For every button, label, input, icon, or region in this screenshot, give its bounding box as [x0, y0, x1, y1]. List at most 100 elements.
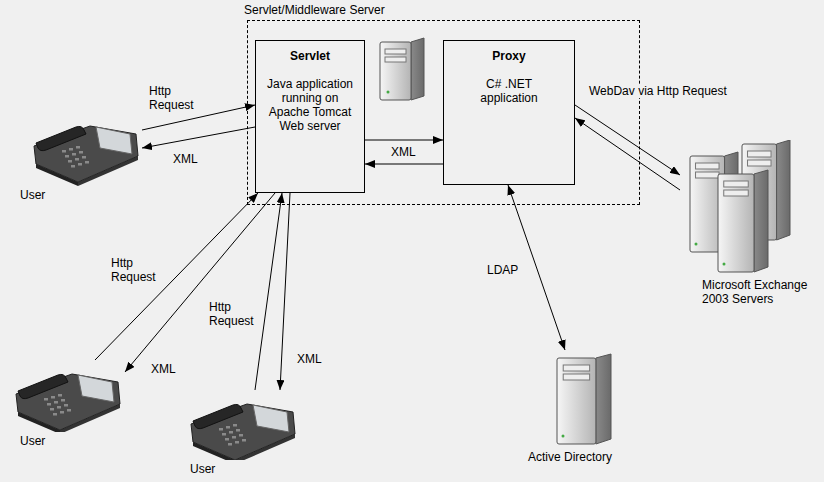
- node-label: User: [190, 462, 230, 476]
- drive-bay: [748, 151, 772, 157]
- phone-key: [85, 161, 89, 164]
- connectors: [95, 105, 680, 390]
- phone-key: [228, 443, 232, 446]
- phone-key: [229, 431, 233, 434]
- phone-key: [235, 441, 239, 444]
- drive-bay: [385, 49, 406, 54]
- server-side: [596, 354, 611, 444]
- edge-label-holder: XML: [296, 352, 323, 366]
- process-box: ProxyC# .NET application: [443, 40, 575, 185]
- phone-key: [219, 428, 223, 431]
- connector: [280, 193, 290, 390]
- phone-icon: [16, 374, 120, 432]
- edge-label: Http Request: [148, 84, 196, 112]
- user-phone-node: User: [20, 108, 142, 202]
- node-label: User: [20, 434, 60, 448]
- phone-key: [50, 408, 54, 411]
- connector: [575, 105, 680, 175]
- server-illustration: [680, 140, 800, 274]
- edge-label: Http Request: [208, 300, 256, 328]
- phone-key: [69, 148, 73, 151]
- box-heading: Proxy: [448, 49, 570, 63]
- edge-label: XML: [150, 362, 177, 376]
- phone-body: [34, 126, 138, 182]
- node-label: User: [20, 188, 60, 202]
- group-title: Servlet/Middleware Server: [244, 3, 635, 17]
- phone-key: [82, 156, 86, 159]
- phone-key: [58, 394, 62, 397]
- phone-body: [191, 404, 295, 460]
- edge-label: WebDav via Http Request: [588, 84, 728, 98]
- drive-bay: [696, 172, 720, 178]
- server-led: [387, 91, 390, 94]
- phone-key: [47, 403, 51, 406]
- phone-icon: [191, 404, 295, 460]
- server-led: [562, 435, 565, 438]
- phone-key: [51, 396, 55, 399]
- phone-handset: [18, 374, 68, 398]
- box-heading: Servlet: [260, 49, 360, 63]
- server-side: [777, 140, 790, 240]
- drive-bay: [563, 365, 589, 371]
- servers-icon: [690, 140, 790, 272]
- phone-illustration: [20, 108, 142, 186]
- phone-key: [68, 160, 72, 163]
- server-illustration: [518, 350, 622, 448]
- node-label: Active Directory: [518, 450, 622, 464]
- server-led: [695, 243, 698, 246]
- phone-key: [79, 151, 83, 154]
- connector: [95, 193, 258, 360]
- edge-label-holder: Http Request: [110, 256, 158, 284]
- server-front: [557, 358, 596, 444]
- server-icon: [557, 354, 611, 444]
- connector: [575, 118, 680, 190]
- phone-key: [233, 424, 237, 427]
- phone-key: [57, 406, 61, 409]
- phone-key: [232, 436, 236, 439]
- edge-label: XML: [390, 145, 417, 159]
- drive-bay: [748, 160, 772, 166]
- server-front: [380, 42, 411, 100]
- phone-key: [65, 155, 69, 158]
- phone-key: [222, 433, 226, 436]
- server-node: Active Directory: [518, 350, 622, 464]
- phone-illustration: [8, 360, 125, 432]
- edge-label-holder: WebDav via Http Request: [588, 84, 728, 98]
- connector: [365, 164, 443, 165]
- server-tower: [557, 354, 611, 444]
- phone-key: [44, 398, 48, 401]
- connector: [142, 127, 255, 148]
- drive-bay: [563, 374, 589, 380]
- edge-label: XML: [296, 352, 323, 366]
- phone-handset: [36, 126, 86, 150]
- phone-key: [225, 438, 229, 441]
- edge-label: XML: [172, 152, 199, 166]
- edge-label-holder: Http Request: [148, 84, 196, 112]
- server-front: [718, 174, 754, 272]
- phone-illustration: [185, 390, 297, 460]
- node-label: Microsoft Exchange 2003 Servers: [702, 278, 814, 306]
- phone-key: [54, 401, 58, 404]
- drive-bay: [724, 181, 748, 187]
- user-phone-node: User: [185, 390, 297, 476]
- user-phone-node: User: [8, 360, 125, 448]
- phone-key: [61, 399, 65, 402]
- edge-label-holder: XML: [150, 362, 177, 376]
- phone-key: [239, 434, 243, 437]
- server-side: [411, 38, 424, 100]
- drive-bay: [385, 57, 406, 62]
- phone-display: [253, 405, 289, 432]
- edge-label: LDAP: [486, 263, 519, 277]
- server-icon: [380, 38, 424, 100]
- phone-display: [96, 127, 132, 154]
- edge-label-holder: LDAP: [486, 263, 519, 277]
- drive-bay: [696, 163, 720, 169]
- connector: [255, 193, 282, 390]
- process-box: ServletJava application running on Apach…: [255, 40, 365, 193]
- server-node: Microsoft Exchange 2003 Servers: [680, 140, 814, 310]
- phone-key: [226, 426, 230, 429]
- phone-handset: [193, 404, 243, 428]
- phone-display: [78, 375, 114, 402]
- box-body: Java application running on Apache Tomca…: [264, 77, 356, 133]
